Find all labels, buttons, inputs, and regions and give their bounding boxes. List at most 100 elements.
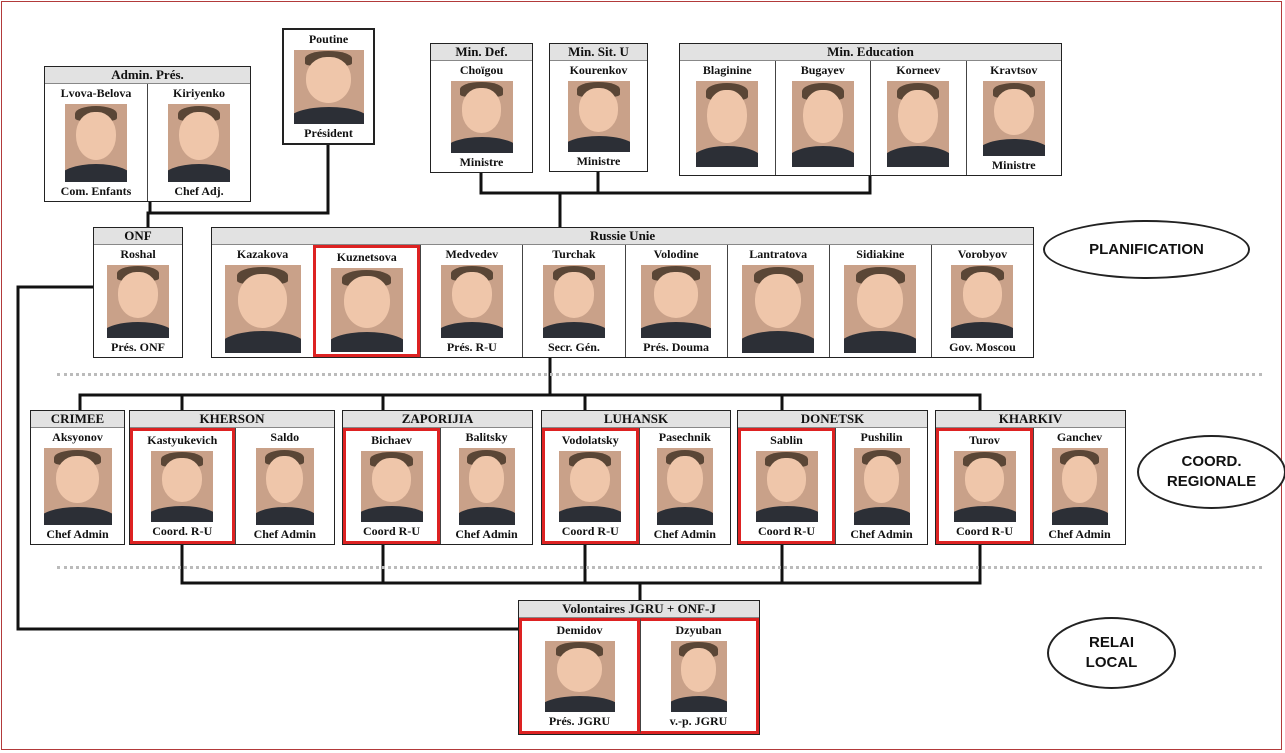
person-name: Blaginine <box>702 63 752 77</box>
person-card: Kravtsov Ministre <box>965 61 1062 175</box>
person-card: Pushilin Chef Admin <box>835 428 927 544</box>
portrait-photo <box>43 448 112 525</box>
person-name: Kazakova <box>236 247 289 261</box>
portrait-photo <box>151 451 214 522</box>
person-role: Chef Admin <box>653 527 716 541</box>
person-card: Kiriyenko Chef Adj. <box>147 84 250 201</box>
person-role: Ministre <box>991 158 1036 172</box>
portrait-photo <box>440 265 503 338</box>
portrait-photo <box>65 104 127 182</box>
level-text-line1: COORD. <box>1181 453 1242 470</box>
person-role: Chef Admin <box>850 527 913 541</box>
person-name: Vorobyov <box>957 247 1008 261</box>
group-volontaires: Volontaires JGRU + ONF-J Demidov Prés. J… <box>518 600 760 735</box>
separator-top <box>57 373 1262 376</box>
group-title: Russie Unie <box>212 228 1033 245</box>
person-role: Ministre <box>576 154 621 168</box>
person-name: Medvedev <box>445 247 499 261</box>
person-card: Turchak Secr. Gén. <box>522 245 624 357</box>
group-title: KHARKIV <box>936 411 1125 428</box>
person-role: Secr. Gén. <box>547 340 600 354</box>
portrait-photo <box>844 265 917 353</box>
person-role: Chef Admin <box>253 527 316 541</box>
person-name: Turov <box>969 433 1000 447</box>
group-min-sit: Min. Sit. U Kourenkov Ministre <box>549 43 648 172</box>
person-role: v.-p. JGRU <box>669 714 728 728</box>
person-card-highlighted: Turov Coord R-U <box>936 428 1033 544</box>
person-name: Lantratova <box>749 247 808 261</box>
portrait-photo <box>641 265 712 338</box>
portrait-photo <box>107 265 169 338</box>
person-role: Président <box>304 126 353 140</box>
person-card-highlighted: Kastyukevich Coord. R-U <box>130 428 235 544</box>
person-name: Poutine <box>308 32 349 46</box>
person-name: Choïgou <box>459 63 504 77</box>
group-region-crimee: CRIMEE Aksyonov Chef Admin <box>30 410 125 545</box>
person-card: Kazakova <box>212 245 313 357</box>
person-name: Pushilin <box>860 430 903 444</box>
person-card: Choïgou Ministre <box>431 61 532 172</box>
president-card: Poutine Président <box>282 28 375 145</box>
person-card: Pasechnik Chef Admin <box>638 428 731 544</box>
portrait-photo <box>567 81 630 152</box>
person-role: Prés. Douma <box>643 340 710 354</box>
person-role: Com. Enfants <box>60 184 132 198</box>
person-card: Vorobyov Gov. Moscou <box>930 245 1033 357</box>
group-title: Min. Education <box>680 44 1061 61</box>
person-name: Kuznetsova <box>336 250 397 264</box>
person-role: Chef Admin <box>1048 527 1111 541</box>
portrait-photo <box>887 81 950 167</box>
person-name: Aksyonov <box>52 430 103 444</box>
group-title: DONETSK <box>738 411 927 428</box>
group-min-education: Min. Education Blaginine Bugayev Korneev… <box>679 43 1062 176</box>
portrait-photo <box>853 448 910 525</box>
group-onf: ONF Roshal Prés. ONF <box>93 227 183 358</box>
person-name: Korneev <box>896 63 941 77</box>
person-card: Lantratova <box>726 245 829 357</box>
person-card: Blaginine <box>680 61 775 175</box>
person-name: Sidiakine <box>856 247 905 261</box>
person-role: Coord. R-U <box>152 524 213 538</box>
person-name: Bugayev <box>800 63 845 77</box>
group-region-zaporijia: ZAPORIJIA Bichaev Coord R-U Balitsky Che… <box>342 410 533 545</box>
person-card-highlighted: Vodolatsky Coord R-U <box>542 428 639 544</box>
portrait-photo <box>696 81 759 167</box>
person-role: Coord R-U <box>561 524 619 538</box>
group-title: KHERSON <box>130 411 334 428</box>
portrait-photo <box>755 451 818 522</box>
person-card-highlighted: Demidov Prés. JGRU <box>519 618 640 734</box>
portrait-photo <box>458 448 515 525</box>
person-card-highlighted: Kuznetsova <box>313 245 421 357</box>
person-name: Kastyukevich <box>147 433 218 447</box>
person-role: Prés. R-U <box>446 340 497 354</box>
group-title: ZAPORIJIA <box>343 411 532 428</box>
group-region-kherson: KHERSON Kastyukevich Coord. R-U Saldo Ch… <box>129 410 335 545</box>
group-admin-pres: Admin. Prés. Lvova-Belova Com. Enfants K… <box>44 66 251 202</box>
group-title: CRIMEE <box>31 411 124 428</box>
group-region-luhansk: LUHANSK Vodolatsky Coord R-U Pasechnik C… <box>541 410 731 545</box>
person-role: Coord R-U <box>363 524 420 538</box>
person-card: Lvova-Belova Com. Enfants <box>45 84 147 201</box>
person-role: Ministre <box>459 155 504 169</box>
person-card-highlighted: Sablin Coord R-U <box>738 428 835 544</box>
person-name: Saldo <box>270 430 300 444</box>
group-russie-unie: Russie Unie Kazakova Kuznetsova Medvedev… <box>211 227 1034 358</box>
level-label-coord-regionale: COORD. REGIONALE <box>1137 435 1285 509</box>
group-title: Volontaires JGRU + ONF-J <box>519 601 759 618</box>
person-card: Korneev <box>870 61 966 175</box>
portrait-photo <box>1051 448 1108 525</box>
level-text: PLANIFICATION <box>1089 240 1204 258</box>
portrait-photo <box>559 451 622 522</box>
person-name: Roshal <box>120 247 156 261</box>
person-name: Dzyuban <box>675 623 722 637</box>
portrait-photo <box>951 265 1014 338</box>
person-name: Balitsky <box>465 430 508 444</box>
person-name: Ganchev <box>1056 430 1103 444</box>
person-name: Sablin <box>770 433 803 447</box>
portrait-photo <box>450 81 513 153</box>
person-card: Ganchev Chef Admin <box>1033 428 1125 544</box>
person-role: Chef Adj. <box>174 184 224 198</box>
portrait-photo <box>791 81 854 167</box>
